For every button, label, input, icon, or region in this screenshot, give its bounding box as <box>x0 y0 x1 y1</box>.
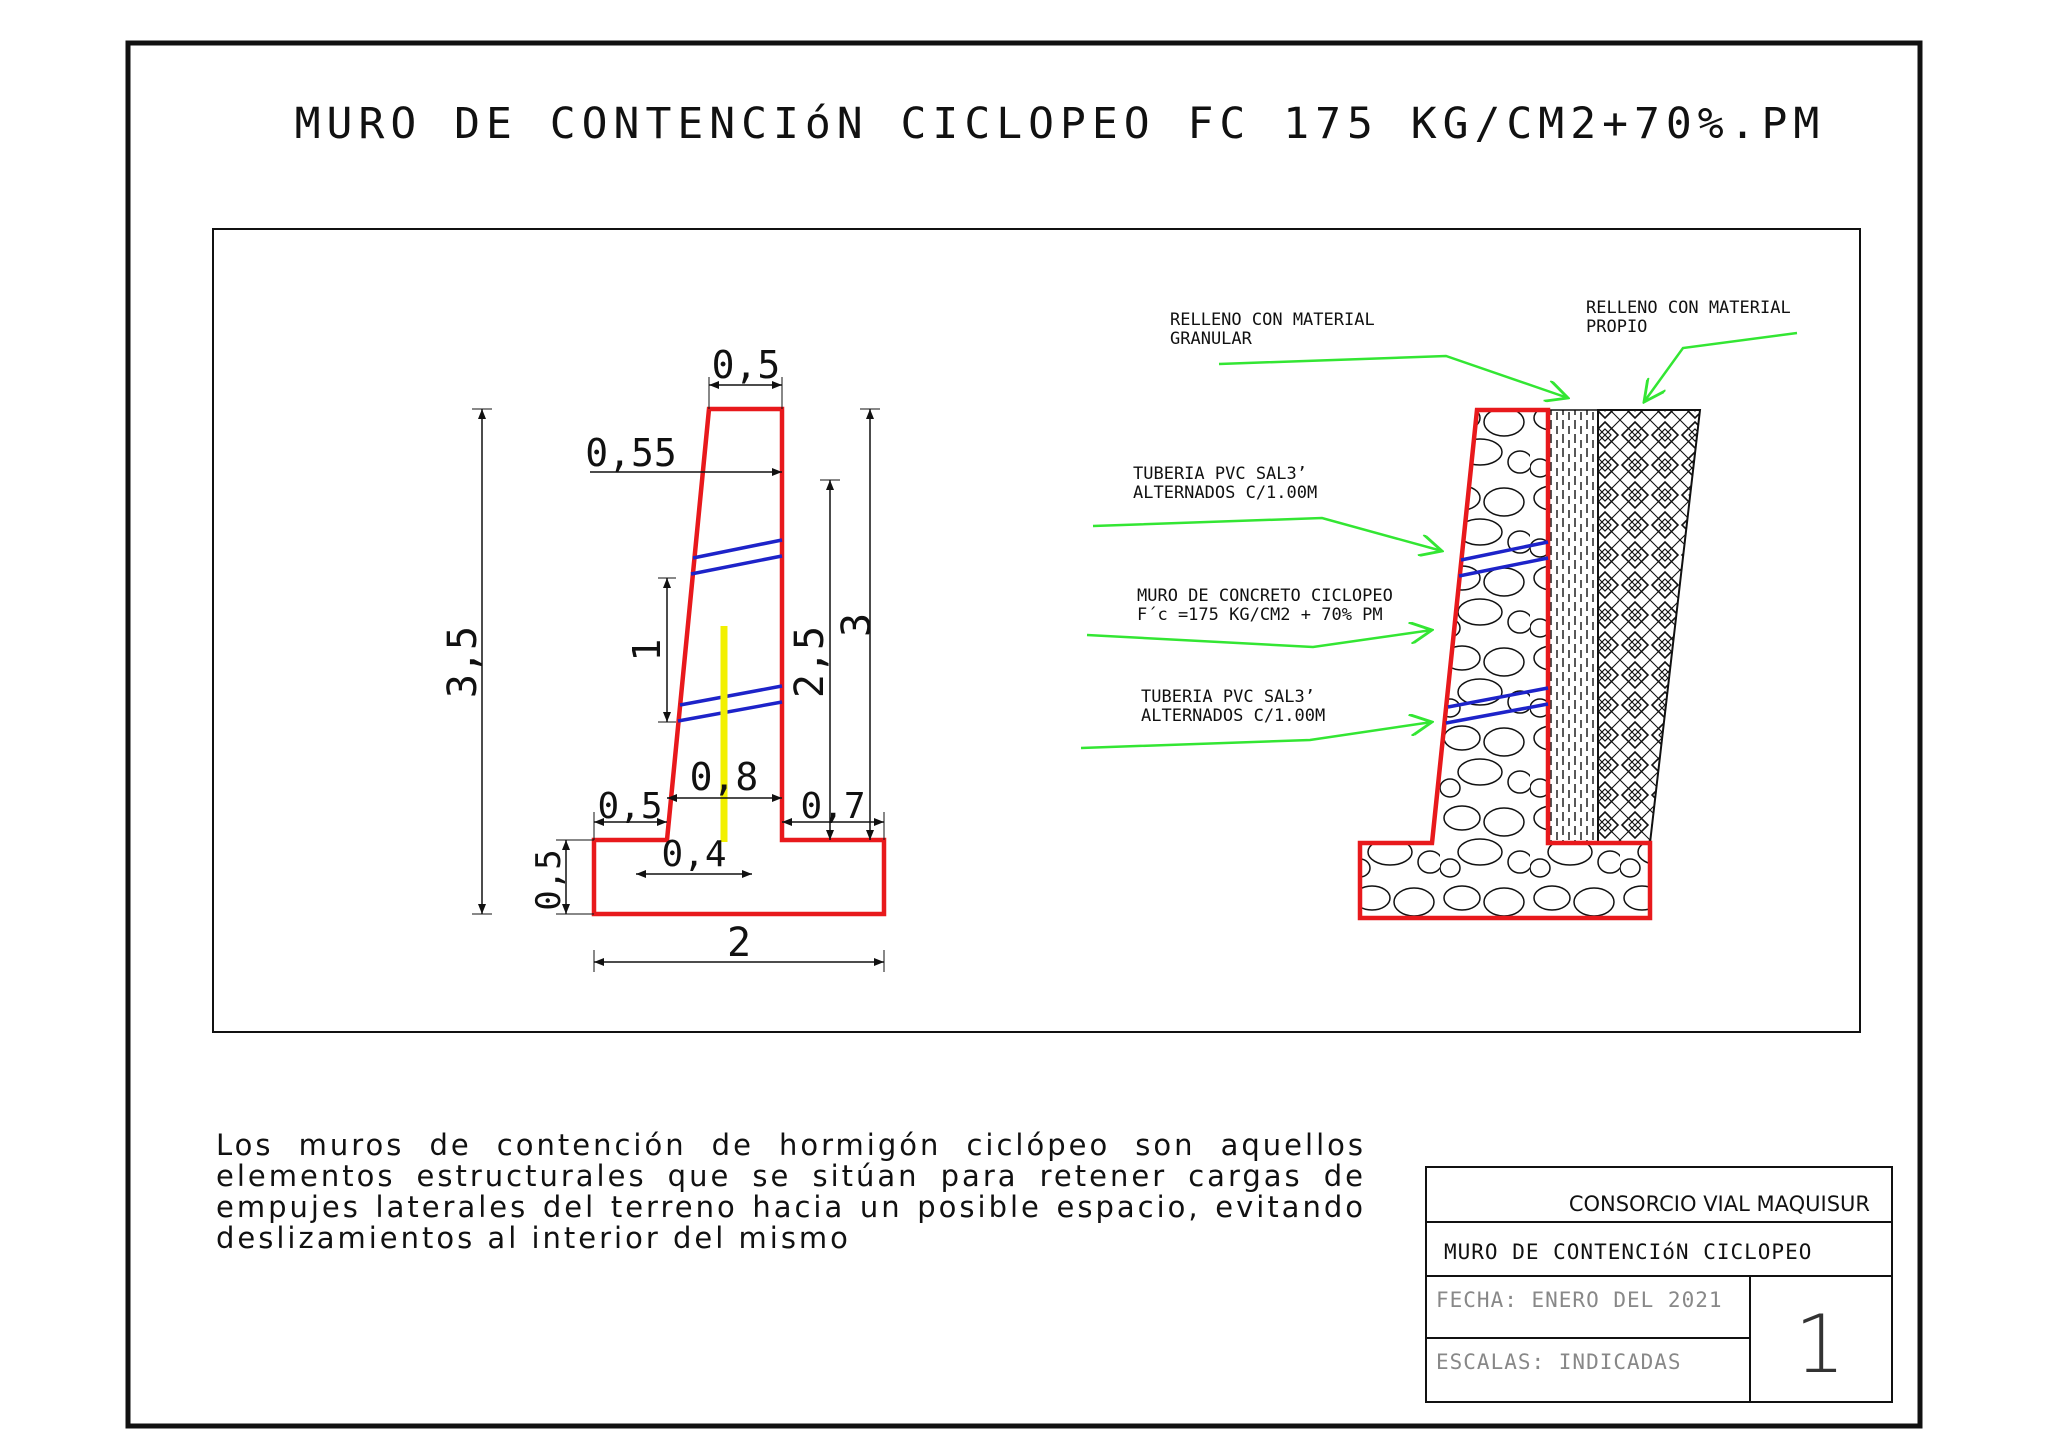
dim-face-offset-label: 0,55 <box>585 431 677 475</box>
title-block: CONSORCIO VIAL MAQUISUR MURO DE CONTENCI… <box>1425 1166 1893 1403</box>
callouts: RELLENO CON MATERIAL GRANULAR RELLENO CO… <box>1133 298 1791 726</box>
dim-top-width-label: 0,5 <box>712 343 781 387</box>
dim-pipe-spacing-label: 1 <box>625 639 669 662</box>
dim-toe-width: 0,5 <box>593 786 667 840</box>
drain-pipe-upper-materials <box>1458 540 1549 578</box>
callout-granular-line2: GRANULAR <box>1170 329 1253 349</box>
callout-pipe-top-line2: ALTERNADOS C/1.00M <box>1133 483 1317 503</box>
wall-section-materials: RELLENO CON MATERIAL GRANULAR RELLENO CO… <box>1080 298 1798 921</box>
dim-mid-width: 0,8 <box>667 755 782 802</box>
wall-outline-materials <box>1357 407 1653 921</box>
dim-base-thickness-label: 0,5 <box>529 849 569 910</box>
title-block-drawing: MURO DE CONTENCIóN CICLOPEO <box>1444 1240 1812 1264</box>
title-block-date: FECHA: ENERO DEL 2021 <box>1436 1288 1723 1312</box>
wall-outline <box>591 406 887 917</box>
drawing-frame <box>212 228 1861 1033</box>
granular-fill <box>1547 409 1599 844</box>
dim-top-width: 0,5 <box>708 343 783 409</box>
callout-wall-line1: MURO DE CONCRETO CICLOPEO <box>1137 586 1393 606</box>
callout-pipe-top-line1: TUBERIA PVC SAL3’ <box>1133 464 1307 484</box>
callout-propio-line1: RELLENO CON MATERIAL <box>1586 298 1791 318</box>
dim-total-height-label: 3,5 <box>440 626 486 698</box>
dim-base-width-label: 2 <box>727 920 751 966</box>
leader-pipe-top <box>1092 516 1442 551</box>
dim-total-height: 3,5 <box>440 408 492 915</box>
dim-pipe-spacing: 1 <box>625 577 676 723</box>
leader-lines <box>1080 331 1798 750</box>
dim-base-thickness: 0,5 <box>529 839 594 915</box>
dim-wall-height-label: 3 <box>834 613 880 637</box>
description-text: Los muros de contención de hormigón cicl… <box>216 1128 1366 1255</box>
drain-pipe-lower <box>677 684 783 723</box>
title-block-scale: ESCALAS: INDICADAS <box>1436 1350 1682 1374</box>
dim-heel-width-label: 0,7 <box>800 786 865 827</box>
dim-toe-width-label: 0,5 <box>597 786 662 827</box>
dim-mid-width-label: 0,8 <box>690 755 759 799</box>
dim-base-width: 2 <box>593 920 885 972</box>
drain-pipe-lower-materials <box>1445 686 1549 725</box>
dim-heel-width: 0,7 <box>782 786 885 840</box>
native-fill <box>1597 409 1702 844</box>
dim-stem-base-label: 0,4 <box>661 834 726 875</box>
leader-propio <box>1644 331 1798 402</box>
dim-stem-height: 2,5 <box>787 479 840 840</box>
leader-wall <box>1086 630 1432 649</box>
cyclopean-concrete <box>1360 410 1650 918</box>
dim-stem-base: 0,4 <box>636 834 752 878</box>
drain-pipe-upper <box>690 538 783 576</box>
title-block-company: CONSORCIO VIAL MAQUISUR <box>1569 1192 1870 1216</box>
wall-section-dimensioned: 0,5 0,55 3,5 1 2,5 <box>440 343 887 972</box>
dim-face-offset: 0,55 <box>585 431 782 476</box>
page-title: MURO DE CONTENCIóN CICLOPEO FC 175 KG/CM… <box>295 99 1826 149</box>
callout-pipe-bottom-line2: ALTERNADOS C/1.00M <box>1141 706 1325 726</box>
dim-wall-height: 3 <box>834 408 880 840</box>
leader-granular <box>1218 354 1568 398</box>
leader-pipe-bottom <box>1080 722 1432 750</box>
callout-propio-line2: PROPIO <box>1586 317 1647 337</box>
sheet-border <box>125 40 1923 1429</box>
title-block-sheet-number: 1 <box>1795 1298 1846 1391</box>
dim-stem-height-label: 2,5 <box>787 626 833 698</box>
callout-wall-line2: F´c =175 KG/CM2 + 70% PM <box>1137 605 1383 625</box>
callout-pipe-bottom-line1: TUBERIA PVC SAL3’ <box>1141 687 1315 707</box>
callout-granular-line1: RELLENO CON MATERIAL <box>1170 310 1375 330</box>
